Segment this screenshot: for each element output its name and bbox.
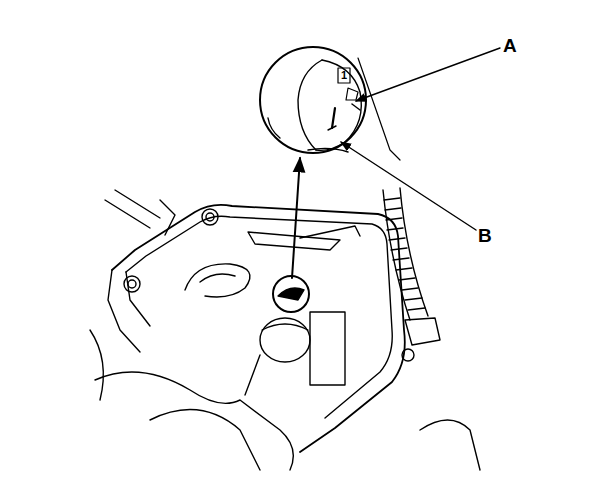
part-mark-number: 1: [341, 70, 347, 81]
callout-letter: B: [478, 226, 492, 245]
callout-letter: A: [503, 36, 517, 55]
